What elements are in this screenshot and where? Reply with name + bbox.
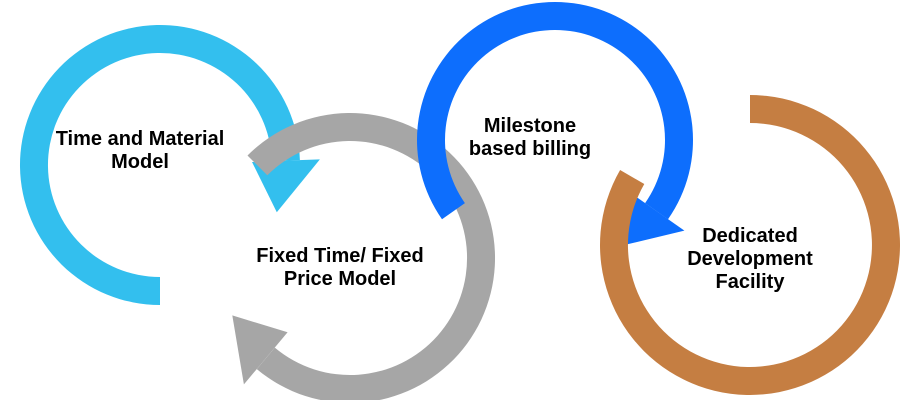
milestone-label: Milestone based billing xyxy=(430,115,630,161)
fixed-price-label: Fixed Time/ Fixed Price Model xyxy=(205,245,475,291)
time-material-label-line-2: Model xyxy=(111,151,169,173)
milestone-label-line-1: Milestone xyxy=(483,115,577,137)
dedicated-label-line-3: Facility xyxy=(715,271,785,293)
fixed-price-label-line-1: Fixed Time/ Fixed xyxy=(256,245,424,267)
milestone-arrowhead xyxy=(618,191,685,247)
time-material-label: Time and Material Model xyxy=(20,128,260,174)
fixed-price-arc xyxy=(247,113,496,400)
dedicated-label: Dedicated Development Facility xyxy=(630,225,870,294)
time-material-label-line-1: Time and Material xyxy=(55,128,225,150)
dedicated-label-line-2: Development xyxy=(687,248,813,270)
fixed-price-arrowhead xyxy=(232,315,288,385)
milestone-arc xyxy=(417,1,693,220)
fixed-price-label-line-2: Price Model xyxy=(283,268,397,290)
milestone-label-line-2: based billing xyxy=(468,138,592,160)
dedicated-label-line-1: Dedicated xyxy=(702,225,798,247)
